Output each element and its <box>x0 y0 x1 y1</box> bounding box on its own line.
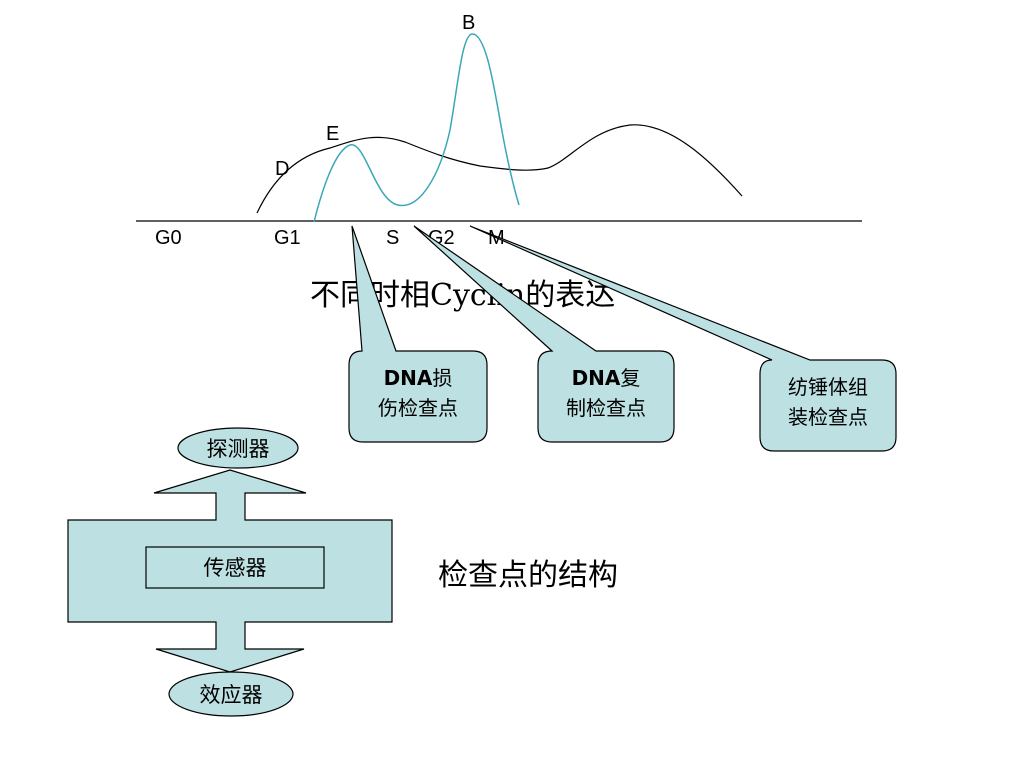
cyclin-eb-curve <box>313 33 520 223</box>
callout-text-line2: 制检查点 <box>566 396 646 420</box>
callout-dna-replication: DNA复 制检查点 <box>413 225 675 443</box>
curve-label-e: E <box>326 123 339 145</box>
checkpoint-structure-diagram: 传感器 探测器 效应器 检查点的结构 <box>67 427 618 717</box>
callout-bubble <box>469 225 897 452</box>
detector-ellipse <box>177 427 299 469</box>
detector-label: 探测器 <box>207 437 270 461</box>
callout-text-line2: 装检查点 <box>788 405 868 429</box>
callout-bubble <box>413 225 675 443</box>
callout-text-line2: 伤检查点 <box>378 396 458 420</box>
callout-spindle-assembly: 纺锤体组 装检查点 <box>469 225 897 452</box>
effector-label: 效应器 <box>200 683 263 707</box>
phase-label-g1: G1 <box>274 227 301 249</box>
cyclin-d-curve <box>256 124 743 214</box>
curve-label-b: B <box>462 12 475 34</box>
phase-label-g0: G0 <box>155 227 182 249</box>
structure-title: 检查点的结构 <box>438 558 618 593</box>
callout-dna-damage: DNA损 伤检查点 <box>348 225 488 443</box>
effector-ellipse <box>168 671 294 717</box>
callout-bubble <box>348 225 488 443</box>
cyclin-chart: B E D G0 G1 S G2 M 不同时相Cyclin的表达 <box>136 12 862 313</box>
callout-text-line1: 纺锤体组 <box>788 375 868 399</box>
callout-text-line1: DNA损 <box>384 366 453 390</box>
cyclin-chart-title: 不同时相Cyclin的表达 <box>310 278 615 313</box>
phase-label-s: S <box>386 227 399 249</box>
sensor-label: 传感器 <box>204 556 267 580</box>
curve-label-d: D <box>275 158 289 180</box>
sensor-box <box>145 546 325 589</box>
callout-text-line1: DNA复 <box>572 366 641 390</box>
